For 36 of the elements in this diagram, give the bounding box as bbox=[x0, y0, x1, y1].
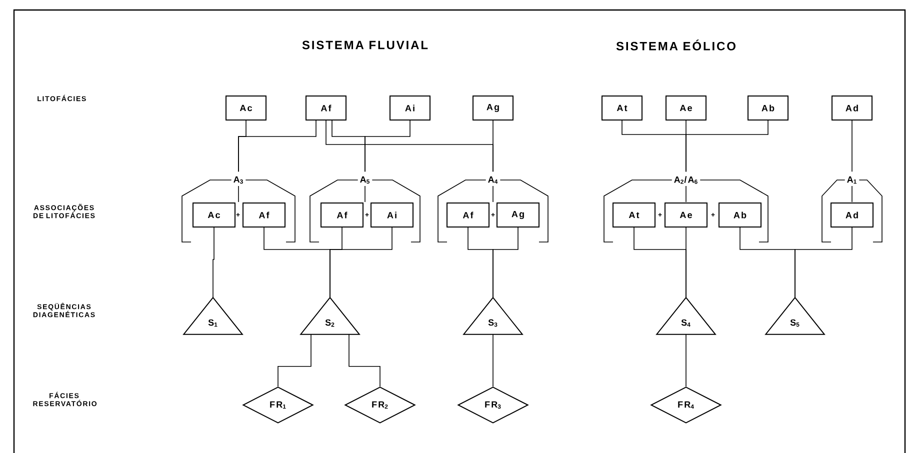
connector-line bbox=[330, 227, 392, 298]
lithofacies-box: Ai bbox=[370, 202, 414, 228]
node-label: A$_{5}$ bbox=[360, 176, 370, 184]
node-label: A$_{1}$ bbox=[847, 176, 857, 184]
connector-line bbox=[492, 120, 494, 172]
lithofacies-box: Af bbox=[306, 96, 346, 120]
lithofacies-box: Ad bbox=[832, 96, 872, 120]
lithofacies-box: Af bbox=[446, 202, 490, 228]
connector-line bbox=[364, 120, 410, 172]
lithofacies-box: At bbox=[602, 96, 642, 120]
node-label: A$_{2}$/A$_{6}$ bbox=[674, 176, 698, 184]
connector-line bbox=[492, 334, 494, 387]
lithofacies-box: Ae bbox=[664, 202, 708, 228]
node-label: A$_{4}$ bbox=[488, 176, 498, 184]
connector-line bbox=[212, 227, 214, 298]
lithofacies-box: Ac bbox=[192, 202, 236, 228]
connector-line bbox=[794, 227, 852, 298]
lithofacies-box: At bbox=[612, 202, 656, 228]
lithofacies-box: Ab bbox=[718, 202, 762, 228]
lithofacies-box: Ag bbox=[472, 96, 514, 120]
lithofacies-box: Ae bbox=[666, 96, 706, 120]
connector-line bbox=[348, 334, 380, 387]
lithofacies-box: Ab bbox=[748, 96, 788, 120]
lithofacies-box: Af bbox=[242, 202, 286, 228]
lithofacies-box: Ac bbox=[226, 96, 266, 120]
node-label: A$_{3}$ bbox=[234, 176, 243, 184]
lithofacies-box: Af bbox=[320, 202, 364, 228]
lithofacies-box: Ag bbox=[496, 202, 540, 228]
lithofacies-box: Ad bbox=[830, 202, 874, 228]
system-title: SISTEMA FLUVIAL bbox=[302, 40, 428, 50]
connector-line bbox=[238, 120, 316, 172]
lithofacies-box: Ai bbox=[390, 96, 430, 120]
connector-line bbox=[492, 227, 518, 298]
connector-line bbox=[278, 334, 312, 387]
connector-line bbox=[686, 120, 768, 172]
system-title: SISTEMA EÓLICO bbox=[616, 40, 736, 50]
